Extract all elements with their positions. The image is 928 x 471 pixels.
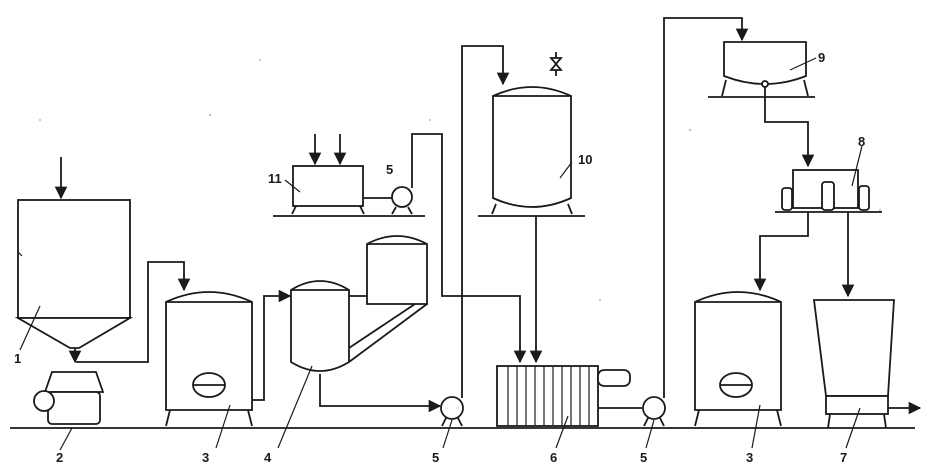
label-tank-right: 7	[840, 450, 847, 465]
paper-grain	[39, 59, 881, 301]
label-pump-top: 5	[386, 162, 393, 177]
pipe-vessel-to-heater	[252, 289, 292, 401]
pump-mid	[440, 396, 464, 449]
label-filter-press: 6	[550, 450, 557, 465]
label-pump-mid: 5	[432, 450, 439, 465]
label-mix-tank: 11	[268, 171, 282, 186]
vessel-right	[694, 291, 782, 449]
label-bottle-tray: 8	[858, 134, 865, 149]
pump-top	[363, 133, 527, 364]
filter-press	[496, 365, 642, 449]
label-top-tank: 9	[818, 50, 825, 65]
label-vessel-left: 3	[202, 450, 209, 465]
crusher	[33, 371, 105, 451]
pipe-crusher-to-vessel	[76, 261, 191, 363]
label-vessel-right: 3	[746, 450, 753, 465]
mix-tank	[273, 134, 425, 217]
pipe-to-tall-tank	[461, 45, 510, 398]
tall-tank	[478, 52, 585, 364]
label-bunker: 1	[14, 351, 21, 366]
top-tank	[708, 41, 817, 168]
tank-right	[812, 299, 922, 449]
bunker	[14, 157, 134, 364]
pump-right	[642, 17, 749, 449]
heater	[277, 235, 442, 449]
label-tall-tank: 10	[578, 152, 592, 167]
label-pump-right: 5	[640, 450, 647, 465]
bottle-tray	[753, 145, 882, 298]
vessel-left	[165, 291, 253, 449]
label-heater: 4	[264, 450, 272, 465]
label-crusher: 2	[56, 450, 63, 465]
